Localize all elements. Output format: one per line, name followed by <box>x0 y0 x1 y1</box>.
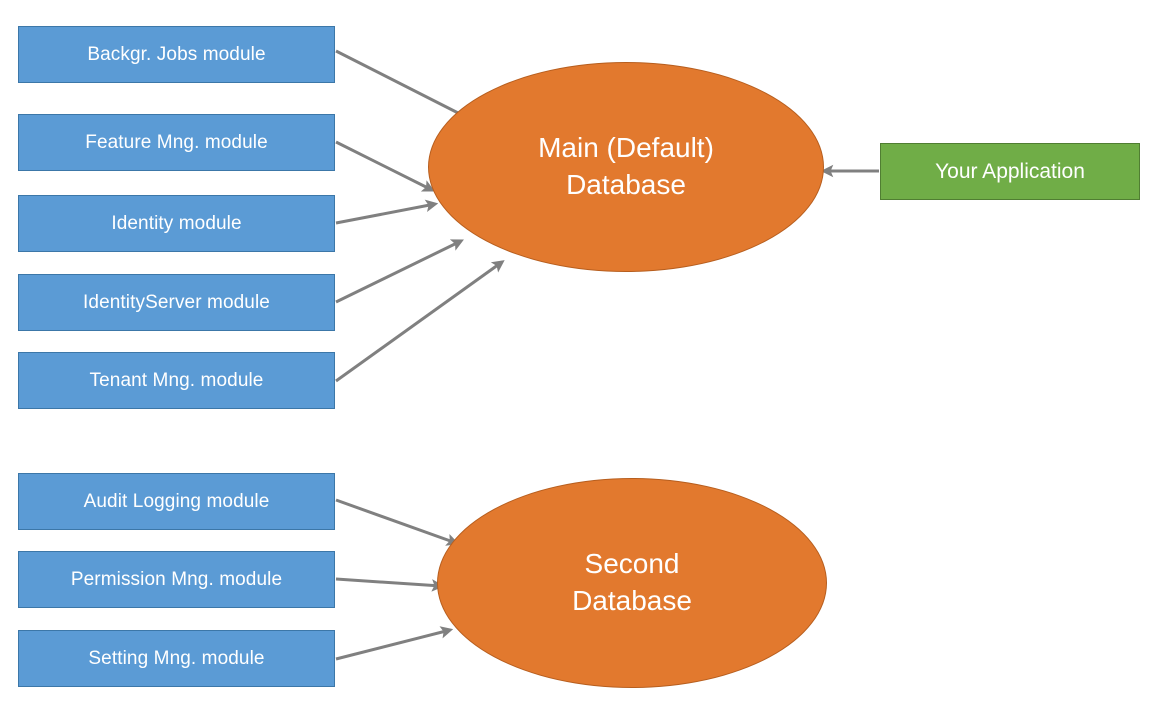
connector-identityserver-to-main-db <box>335 239 464 304</box>
connector-audit-logging-to-second-db <box>335 498 460 546</box>
connector-identity-to-main-db <box>335 199 439 225</box>
module-label: IdentityServer module <box>83 291 270 313</box>
module-label: Identity module <box>111 212 242 234</box>
connector-permission-mng-to-second-db <box>335 577 445 592</box>
module-box-feature-mng[interactable]: Feature Mng. module <box>18 114 335 171</box>
connector-setting-mng-to-second-db <box>335 626 454 661</box>
main-database-ellipse[interactable]: Main (Default) Database <box>428 62 824 272</box>
module-box-tenant-mng[interactable]: Tenant Mng. module <box>18 352 335 409</box>
module-label: Feature Mng. module <box>85 131 268 153</box>
module-box-backgr-jobs[interactable]: Backgr. Jobs module <box>18 26 335 83</box>
main-database-label-line1: Main (Default) <box>538 132 714 164</box>
module-label: Tenant Mng. module <box>89 369 264 391</box>
module-box-audit-logging[interactable]: Audit Logging module <box>18 473 335 530</box>
your-application-box[interactable]: Your Application <box>880 143 1140 200</box>
second-database-label-line1: Second <box>584 548 680 580</box>
module-label: Setting Mng. module <box>88 647 265 669</box>
module-label: Audit Logging module <box>83 490 270 512</box>
module-label: Backgr. Jobs module <box>87 43 266 65</box>
module-box-permission-mng[interactable]: Permission Mng. module <box>18 551 335 608</box>
module-box-identity[interactable]: Identity module <box>18 195 335 252</box>
module-box-identityserver[interactable]: IdentityServer module <box>18 274 335 331</box>
connector-backgr-jobs-to-main-db <box>335 49 471 120</box>
connector-tenant-mng-to-main-db <box>335 260 505 383</box>
main-database-label-line2: Database <box>566 169 686 200</box>
your-application-label: Your Application <box>935 159 1085 183</box>
second-database-ellipse[interactable]: Second Database <box>437 478 827 688</box>
connector-feature-mng-to-main-db <box>335 140 435 192</box>
second-database-label-line2: Database <box>572 585 692 616</box>
module-box-setting-mng[interactable]: Setting Mng. module <box>18 630 335 687</box>
module-label: Permission Mng. module <box>70 568 283 590</box>
